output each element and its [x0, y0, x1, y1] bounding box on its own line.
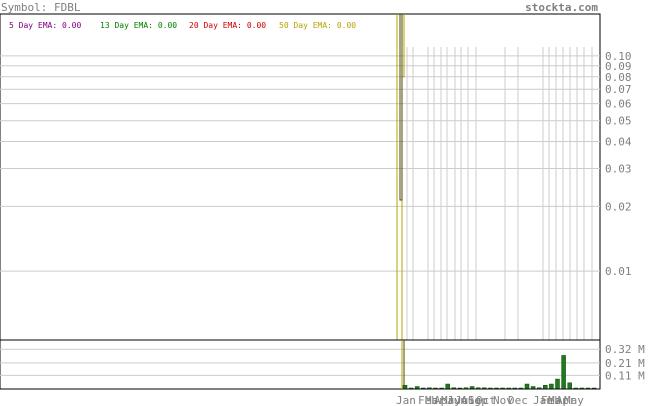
volume-bar — [524, 383, 530, 390]
price-grid — [0, 55, 600, 272]
price-tick-label: 0.02 — [605, 200, 632, 213]
legend-13day-label: 13 Day EMA: — [100, 21, 153, 30]
volume-tick-label: 0.21 M — [605, 357, 645, 370]
x-tick-label: Sep — [468, 394, 488, 406]
volume-bar — [543, 385, 548, 390]
legend-50day: 50 Day EMA: 0.00 — [279, 21, 356, 30]
price-tick-label: 0.09 — [605, 60, 632, 73]
x-tick-label: Apr — [556, 394, 576, 406]
ema50-line — [401, 14, 405, 340]
legend: 5 Day EMA: 0.00 13 Day EMA: 0.00 20 Day … — [9, 21, 356, 30]
legend-20day-value: 0.00 — [247, 21, 266, 30]
price-axis-ticks: 0.100.090.080.07 0.06 0.05 0.04 0.03 0.02 0.01 — [605, 50, 632, 278]
legend-13day: 13 Day EMA: 0.00 — [100, 21, 177, 30]
price-vertical-grid — [406, 47, 593, 389]
price-tick-label: 0.04 — [605, 136, 632, 149]
price-tick-label: 0.05 — [605, 115, 632, 128]
price-tick-label: 0.07 — [605, 83, 632, 96]
volume-axis-ticks: 0.32 M0.21 M0.11 M — [605, 343, 645, 382]
x-tick-label: Mar — [425, 394, 445, 406]
x-tick-label: Jul — [455, 394, 475, 406]
site-name: stockta.com — [525, 1, 598, 14]
price-tick-label: 0.03 — [605, 162, 632, 175]
ema50-line — [399, 14, 403, 201]
x-tick-label: Aug — [461, 394, 481, 406]
volume-bar — [561, 355, 566, 390]
x-tick-label: Jan — [396, 394, 416, 406]
volume-bar — [567, 382, 572, 390]
x-tick-label: Apr — [434, 394, 454, 406]
volume-bar — [445, 383, 450, 390]
price-series — [396, 14, 405, 340]
legend-5day-value: 0.00 — [62, 21, 81, 30]
legend-13day-value: 0.00 — [158, 21, 177, 30]
price-panel — [0, 13, 601, 341]
x-tick-label: Dec — [508, 394, 528, 406]
volume-panel — [0, 339, 601, 390]
symbol-title: Symbol: FDBL — [1, 1, 81, 14]
legend-20day-label: 20 Day EMA: — [189, 21, 242, 30]
price-tick-label: 0.01 — [605, 265, 632, 278]
legend-5day-label: 5 Day EMA: — [9, 21, 57, 30]
x-tick-label: Mar — [548, 394, 568, 406]
volume-bar — [549, 383, 554, 390]
x-tick-label: Oct — [476, 394, 496, 406]
volume-bars — [400, 340, 600, 390]
price-tick-label: 0.08 — [605, 71, 632, 84]
x-tick-label: May — [564, 394, 584, 406]
legend-50day-label: 50 Day EMA: — [279, 21, 332, 30]
legend-5day: 5 Day EMA: 0.00 — [9, 21, 81, 30]
x-tick-label: Feb — [541, 394, 561, 406]
x-tick-label: Jan — [533, 394, 553, 406]
legend-50day-value: 0.00 — [337, 21, 356, 30]
x-tick-label: May — [441, 394, 461, 406]
x-tick-label: Jun — [447, 394, 467, 406]
x-tick-label: Feb — [418, 394, 438, 406]
volume-tick-label: 0.11 M — [605, 369, 645, 382]
volume-grid — [0, 348, 600, 376]
volume-bar — [555, 378, 560, 390]
legend-20day: 20 Day EMA: 0.00 — [189, 21, 266, 30]
volume-tick-label: 0.32 M — [605, 343, 645, 356]
price-tick-label: 0.06 — [605, 98, 632, 111]
x-tick-label: Nov — [493, 394, 513, 406]
price-tick-label: 0.10 — [605, 50, 632, 63]
